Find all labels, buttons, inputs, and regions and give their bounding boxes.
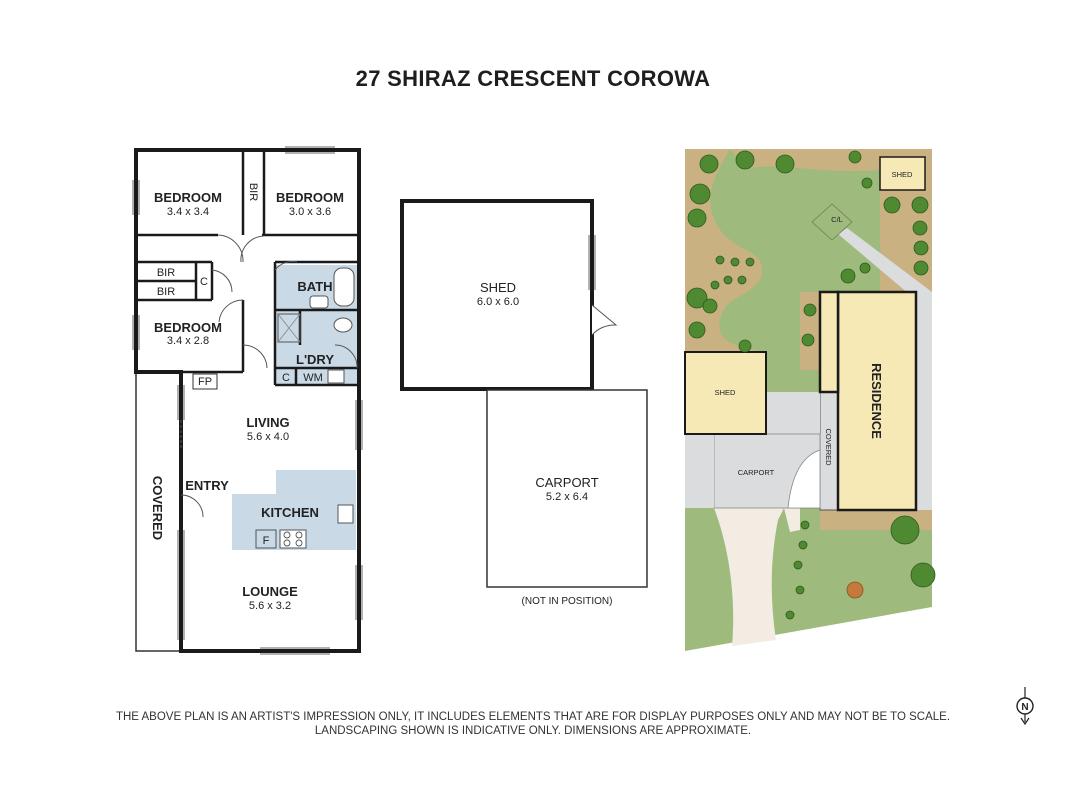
interior-walls <box>136 150 359 387</box>
bedroom1-label: BEDROOM <box>154 190 222 205</box>
disclaimer: THE ABOVE PLAN IS AN ARTIST'S IMPRESSION… <box>60 710 1006 738</box>
fireplace-label: FP <box>198 376 212 388</box>
bir-upper-label: BIR <box>157 267 175 279</box>
bedroom2-dims: 3.0 x 3.6 <box>289 206 331 218</box>
bir-vertical-label: BIR <box>247 183 259 201</box>
kitchen-label: KITCHEN <box>261 505 319 520</box>
shed-outline <box>400 199 594 391</box>
clothesline-label: C/L <box>831 215 843 224</box>
lounge-dims: 5.6 x 3.2 <box>249 600 291 612</box>
cooktop <box>279 529 307 549</box>
shed-door-swing <box>591 304 618 336</box>
cooktop-burners <box>283 531 303 547</box>
vanity-basin <box>309 295 329 309</box>
site-carport-label: CARPORT <box>738 468 775 477</box>
carport-dims: 5.2 x 6.4 <box>546 491 588 503</box>
bathtub <box>333 267 355 307</box>
outer-wall <box>134 148 361 653</box>
kitchen-sink <box>337 504 354 524</box>
covered-label: COVERED <box>150 476 165 540</box>
garden-bed-top <box>730 149 880 172</box>
page-title: 27 SHIRAZ CRESCENT COROWA <box>355 66 711 91</box>
site-plan: SHED C/L RESIDENCE SHED COVERED CARPORT <box>684 149 936 651</box>
hall-cupboard-label: C <box>200 276 208 288</box>
carport-arch <box>787 449 821 509</box>
shed-left-footprint <box>684 351 767 435</box>
bedroom2-label: BEDROOM <box>276 190 344 205</box>
washing-machine-label: WM <box>303 372 323 384</box>
kitchen-bench-top <box>276 470 356 494</box>
floor-plan: BEDROOM 3.4 x 3.4 BEDROOM 3.0 x 3.6 BEDR… <box>132 146 363 655</box>
disclaimer-line-1: THE ABOVE PLAN IS AN ARTIST'S IMPRESSION… <box>115 711 951 723</box>
clothesline <box>811 203 853 241</box>
driveway <box>714 508 784 646</box>
not-in-position-note: (NOT IN POSITION) <box>522 596 613 607</box>
north-arrow-icon: N <box>1016 687 1034 726</box>
bath-label: BATH <box>297 279 332 294</box>
trees <box>686 150 936 620</box>
bedroom3-label: BEDROOM <box>154 320 222 335</box>
shower-cross-b <box>277 313 301 343</box>
toilet <box>333 317 353 333</box>
laundry-tub <box>327 369 345 384</box>
residence-label: RESIDENCE <box>869 363 884 439</box>
driveway-right <box>784 508 800 532</box>
laundry-label: L'DRY <box>296 352 334 367</box>
carport-label: CARPORT <box>535 475 598 490</box>
shed-label: SHED <box>480 280 516 295</box>
shed-top-footprint <box>879 156 926 191</box>
bir-lower-label: BIR <box>157 286 175 298</box>
diagonal-path <box>838 228 932 300</box>
site-shed-left-label: SHED <box>715 388 736 397</box>
site-shed-top-label: SHED <box>892 170 913 179</box>
fridge-space <box>255 529 277 549</box>
north-label: N <box>1021 702 1028 713</box>
site-covered-label: COVERED <box>824 428 833 466</box>
lounge-label: LOUNGE <box>242 584 298 599</box>
living-label: LIVING <box>246 415 289 430</box>
shed-dims: 6.0 x 6.0 <box>477 296 519 308</box>
disclaimer-line-2: LANDSCAPING SHOWN IS INDICATIVE ONLY. DI… <box>314 725 752 737</box>
bedroom1-dims: 3.4 x 3.4 <box>167 206 209 218</box>
fireplace-box <box>192 373 218 390</box>
door-swings <box>180 234 358 518</box>
windows <box>132 146 363 655</box>
residence-footprint <box>836 290 918 512</box>
shower <box>277 313 301 343</box>
east-path <box>916 292 932 510</box>
outbuildings: SHED 6.0 x 6.0 CARPORT 5.2 x 6.4 (NOT IN… <box>400 199 648 607</box>
laundry-cupboard-label: C <box>282 372 290 384</box>
entry-label: ENTRY <box>185 478 229 493</box>
bedroom3-dims: 3.4 x 2.8 <box>167 335 209 347</box>
paved-area <box>766 392 820 434</box>
fridge-label: F <box>263 535 270 547</box>
carport-outline <box>486 389 648 588</box>
living-dims: 5.6 x 4.0 <box>247 431 289 443</box>
residence-lshape <box>818 290 840 394</box>
side-paving <box>685 434 714 508</box>
